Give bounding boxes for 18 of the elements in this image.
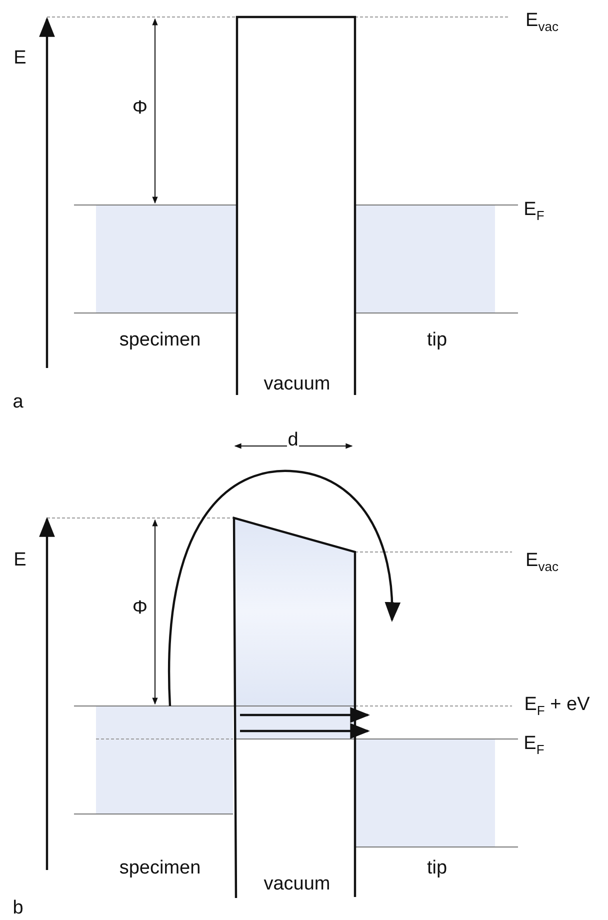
energy-level-label: E$_{vac}$ — [526, 551, 558, 573]
energy-level-label: E$_{vac}$ — [526, 11, 558, 33]
region-label: tip — [426, 858, 448, 878]
energy-level-label: E$_{F}$ + eV — [524, 695, 590, 717]
region-label: specimen — [119, 858, 201, 878]
panel-letter: b — [12, 898, 24, 918]
region-label: specimen — [119, 330, 201, 350]
region-label: tip — [426, 330, 448, 350]
distance-label: d — [288, 430, 298, 450]
energy-level-label: E$_{F}$ — [524, 734, 544, 756]
axis-label: E — [14, 48, 26, 68]
axis-label: E — [14, 550, 26, 570]
panel-letter: a — [12, 392, 24, 412]
region-label: vacuum — [264, 874, 330, 894]
work-function-label: Φ — [132, 598, 148, 618]
region-label: vacuum — [264, 374, 330, 394]
work-function-label: Φ — [132, 98, 148, 118]
energy-level-label: E$_{F}$ — [524, 200, 544, 222]
